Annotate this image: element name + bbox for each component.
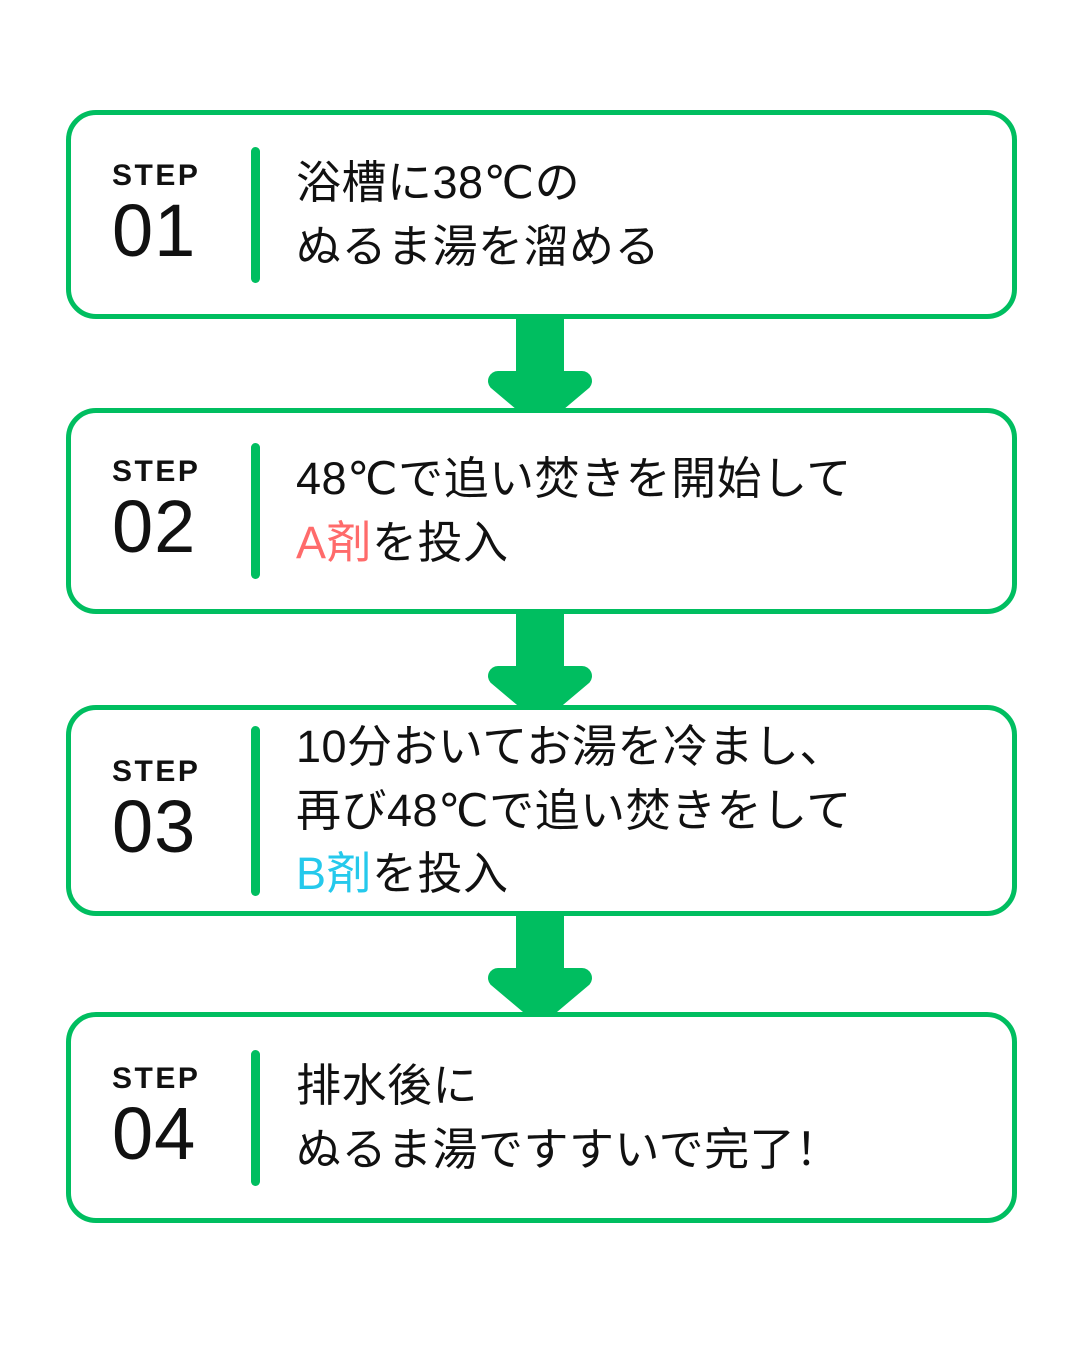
arrow-down-icon xyxy=(482,909,598,1025)
step-word-01: STEP xyxy=(112,158,201,192)
step-number-04: 04 xyxy=(112,1091,197,1175)
step-number-01: 01 xyxy=(112,188,197,272)
step-text-line: ぬるま湯を溜める xyxy=(296,215,1012,279)
text-run: 浴槽に38℃の xyxy=(296,156,581,208)
step-word-03: STEP xyxy=(112,754,201,788)
step-divider-bar xyxy=(251,1049,260,1186)
text-run: 排水後に xyxy=(296,1059,479,1111)
highlighted-term: B剤 xyxy=(296,848,373,900)
step-label-04: STEP 04 xyxy=(71,1061,251,1175)
step-word-02: STEP xyxy=(112,455,201,489)
step-label-02: STEP 02 xyxy=(71,455,251,569)
arrow-down-icon xyxy=(482,607,598,723)
arrow-down-icon xyxy=(482,312,598,428)
text-run: ぬるま湯ですすいで完了！ xyxy=(296,1123,841,1175)
step-text-line: 48℃で追い焚きを開始して xyxy=(296,447,1012,511)
step-card-02: STEP 02 48℃で追い焚きを開始して A剤を投入 xyxy=(66,408,1017,614)
step-number-03: 03 xyxy=(112,784,197,868)
step-divider-bar xyxy=(251,725,260,896)
step-text-line: 排水後に xyxy=(296,1054,1012,1118)
step-text-line: A剤を投入 xyxy=(296,511,1012,575)
text-run: 再び48℃で追い焚きをして xyxy=(296,784,852,836)
step-number-02: 02 xyxy=(112,485,197,569)
step-divider-bar xyxy=(251,146,260,283)
step-text-04: 排水後にぬるま湯ですすいで完了！ xyxy=(296,1054,1012,1182)
text-run: を投入 xyxy=(372,517,509,568)
step-text-line: 再び48℃で追い焚きをして xyxy=(296,779,1012,843)
step-text-02: 48℃で追い焚きを開始して A剤を投入 xyxy=(296,447,1012,575)
step-card-03: STEP 03 10分おいてお湯を冷まし、再び48℃で追い焚きをして B剤を投入 xyxy=(66,705,1017,916)
step-word-04: STEP xyxy=(112,1061,201,1095)
text-run: 10分おいてお湯を冷まし、 xyxy=(296,720,845,772)
step-text-line: 浴槽に38℃の xyxy=(296,151,1012,215)
step-text-line: B剤を投入 xyxy=(296,842,1012,906)
step-text-01: 浴槽に38℃のぬるま湯を溜める xyxy=(296,151,1012,279)
highlighted-term: A剤 xyxy=(296,517,373,568)
text-run: ぬるま湯を溜める xyxy=(296,220,661,272)
text-run: 48℃で追い焚きを開始して xyxy=(296,453,852,505)
step-text-03: 10分おいてお湯を冷まし、再び48℃で追い焚きをして B剤を投入 xyxy=(296,715,1012,907)
step-label-01: STEP 01 xyxy=(71,158,251,272)
step-card-01: STEP 01 浴槽に38℃のぬるま湯を溜める xyxy=(66,110,1017,319)
step-card-04: STEP 04 排水後にぬるま湯ですすいで完了！ xyxy=(66,1012,1017,1223)
text-run: を投入 xyxy=(372,848,509,900)
step-text-line: ぬるま湯ですすいで完了！ xyxy=(296,1118,1012,1182)
step-text-line: 10分おいてお湯を冷まし、 xyxy=(296,715,1012,779)
step-label-03: STEP 03 xyxy=(71,754,251,868)
step-divider-bar xyxy=(251,443,260,579)
